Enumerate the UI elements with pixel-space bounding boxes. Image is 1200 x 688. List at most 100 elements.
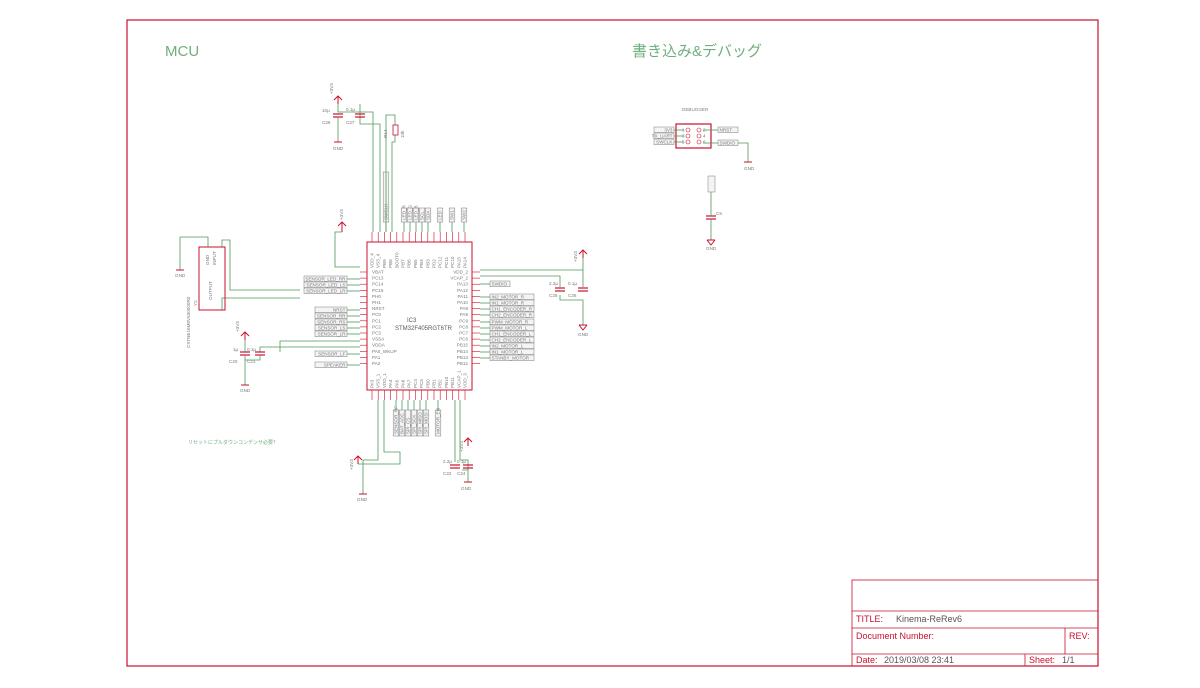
svg-text:3V3: 3V3: [664, 128, 673, 133]
svg-text:PB12: PB12: [457, 361, 469, 366]
svg-text:VCAP_2: VCAP_2: [450, 276, 468, 281]
ic3-pin-left: PC14: [360, 282, 384, 287]
ic3-pin-right: PC8: [459, 324, 480, 329]
net-flag: SWCLK: [653, 138, 675, 145]
cap-c29[interactable]: 10µ C29: [322, 108, 343, 125]
power-3v3-vdd4: +3V3: [337, 209, 347, 232]
capacitors: 10µ C29 0.1µ C27 1µ C20 0.1µ C21 2.2µ C2: [229, 107, 722, 476]
net-flag: 3V3: [653, 126, 675, 133]
net-flag: PWM_MOTOR_R: [489, 318, 535, 325]
crystal-y2[interactable]: GND INPUT OUTPUT Y2 CSTNE16M0V530000R0: [186, 246, 226, 348]
gnd-right: GND: [578, 324, 589, 337]
svg-text:PC10: PC10: [450, 256, 455, 268]
cap-c21[interactable]: 0.1µ C21: [247, 347, 265, 364]
svg-text:PC2: PC2: [372, 324, 381, 329]
cap-c22[interactable]: 2.2µ C22: [443, 459, 460, 476]
net-flag: SW1: [448, 207, 456, 223]
svg-text:INPUT: INPUT: [212, 251, 217, 265]
svg-text:NRST: NRST: [720, 128, 733, 133]
svg-text:LED: LED: [438, 210, 443, 220]
svg-text:PC11: PC11: [444, 256, 449, 268]
net-flag: SPI_MOSI: [422, 409, 430, 437]
net-flag: SDA: [424, 207, 432, 223]
resistor-r14[interactable]: R14 10k: [383, 124, 405, 138]
net-flag: SENSOR_LF: [314, 350, 348, 357]
svg-text:C27: C27: [346, 120, 355, 125]
ic3-pin-top: PB3: [425, 232, 430, 268]
svg-text:10k: 10k: [400, 130, 405, 138]
ic3-pin-bottom: PA6: [401, 379, 406, 400]
ic3-pin-right: PC9: [459, 318, 480, 323]
debugger-title: DEBUGGER: [682, 107, 709, 112]
svg-text:GND: GND: [175, 273, 186, 278]
ic3-mcu[interactable]: IC3 STM32F405RGT6TR VBATPC13PC14PC15PH0P…: [360, 232, 480, 400]
gnd-crystal: GND: [175, 269, 186, 278]
ic3-pin-right: PB13: [457, 355, 480, 360]
svg-text:PB13: PB13: [457, 355, 469, 360]
svg-text:GND: GND: [578, 332, 589, 337]
svg-text:1µ: 1µ: [233, 347, 239, 352]
svg-text:BOOT0: BOOT0: [394, 252, 399, 268]
ic3-pin-right: PA12: [457, 288, 480, 293]
svg-text:LED_B: LED_B: [414, 205, 419, 220]
ic3-pin-top: PC10: [450, 232, 455, 268]
svg-text:GND: GND: [357, 497, 368, 502]
net-flag: NRST: [314, 306, 348, 313]
svg-text:SENSOR_LED_LR: SENSOR_LED_LR: [306, 289, 346, 294]
ic3-pin-bottom: PC5: [419, 379, 424, 400]
svg-text:NRST: NRST: [333, 308, 346, 313]
svg-text:NRST: NRST: [372, 306, 385, 311]
ic3-pin-top: PB4: [419, 232, 424, 268]
cap-c5[interactable]: C5: [706, 211, 722, 220]
cap-c24[interactable]: 0.1µ C24: [457, 459, 473, 476]
debugger-pin: [685, 139, 691, 145]
svg-text:SENSOR_LS: SENSOR_LS: [318, 326, 346, 331]
svg-text:0.1µ: 0.1µ: [346, 107, 355, 112]
svg-text:PB0: PB0: [425, 379, 430, 388]
svg-text:PC6: PC6: [459, 337, 468, 342]
svg-text:SPEAKER: SPEAKER: [324, 363, 346, 368]
svg-text:10µ: 10µ: [322, 108, 330, 113]
svg-text:GND: GND: [461, 486, 472, 491]
net-flag: SCL: [418, 207, 426, 223]
svg-text:SENSOR_LR: SENSOR_LR: [318, 332, 347, 337]
gnd-vdda: GND: [240, 384, 251, 393]
net-flag: BAT_ADC: [398, 409, 406, 437]
svg-text:LED_G: LED_G: [408, 205, 413, 220]
cap-c26[interactable]: 0.1µ C26: [568, 281, 588, 298]
svg-text:C24: C24: [457, 471, 466, 476]
power-3v3-top: +3V3: [329, 83, 343, 104]
svg-text:PA1: PA1: [372, 355, 381, 360]
svg-text:C5: C5: [716, 211, 722, 216]
svg-text:PB4: PB4: [419, 259, 424, 268]
svg-text:SWDIO: SWDIO: [492, 282, 508, 287]
ic3-pin-top: PC12: [438, 232, 443, 268]
svg-text:2.2µ: 2.2µ: [549, 281, 558, 286]
svg-text:CH1_ENCODER_L: CH1_ENCODER_L: [492, 332, 532, 337]
svg-text:VCAP_1: VCAP_1: [456, 370, 461, 388]
ic3-pin-top: PB7: [401, 232, 406, 268]
svg-text:PB14: PB14: [457, 349, 469, 354]
cap-c25[interactable]: 2.2µ C25: [549, 281, 565, 298]
left-net-flags: SENSOR_LED_RRSENSOR_LED_LSSENSOR_LED_LRN…: [303, 275, 360, 368]
sheet-value: 1/1: [1062, 655, 1075, 665]
doc-number-label: Document Number:: [856, 631, 934, 641]
svg-text:VDD_1: VDD_1: [382, 373, 387, 388]
svg-text:BAT_ADC: BAT_ADC: [400, 412, 405, 434]
svg-text:PB9: PB9: [382, 259, 387, 268]
svg-text:PD2: PD2: [432, 259, 437, 268]
svg-text:PB2: PB2: [438, 379, 443, 388]
net-flag: IN1_MOTOR_R: [489, 299, 535, 306]
gnd-bottom-left: GND: [357, 493, 368, 502]
svg-text:C22: C22: [443, 471, 452, 476]
cap-c27[interactable]: 0.1µ C27: [346, 107, 365, 125]
gnd-top-caps: GND: [333, 141, 344, 151]
svg-text:SWCLK: SWCLK: [656, 140, 673, 145]
ic3-pin-top: PA15: [456, 232, 461, 268]
svg-text:GND: GND: [706, 246, 717, 251]
svg-text:0.1µ: 0.1µ: [568, 281, 577, 286]
svg-text:PB6: PB6: [407, 259, 412, 268]
